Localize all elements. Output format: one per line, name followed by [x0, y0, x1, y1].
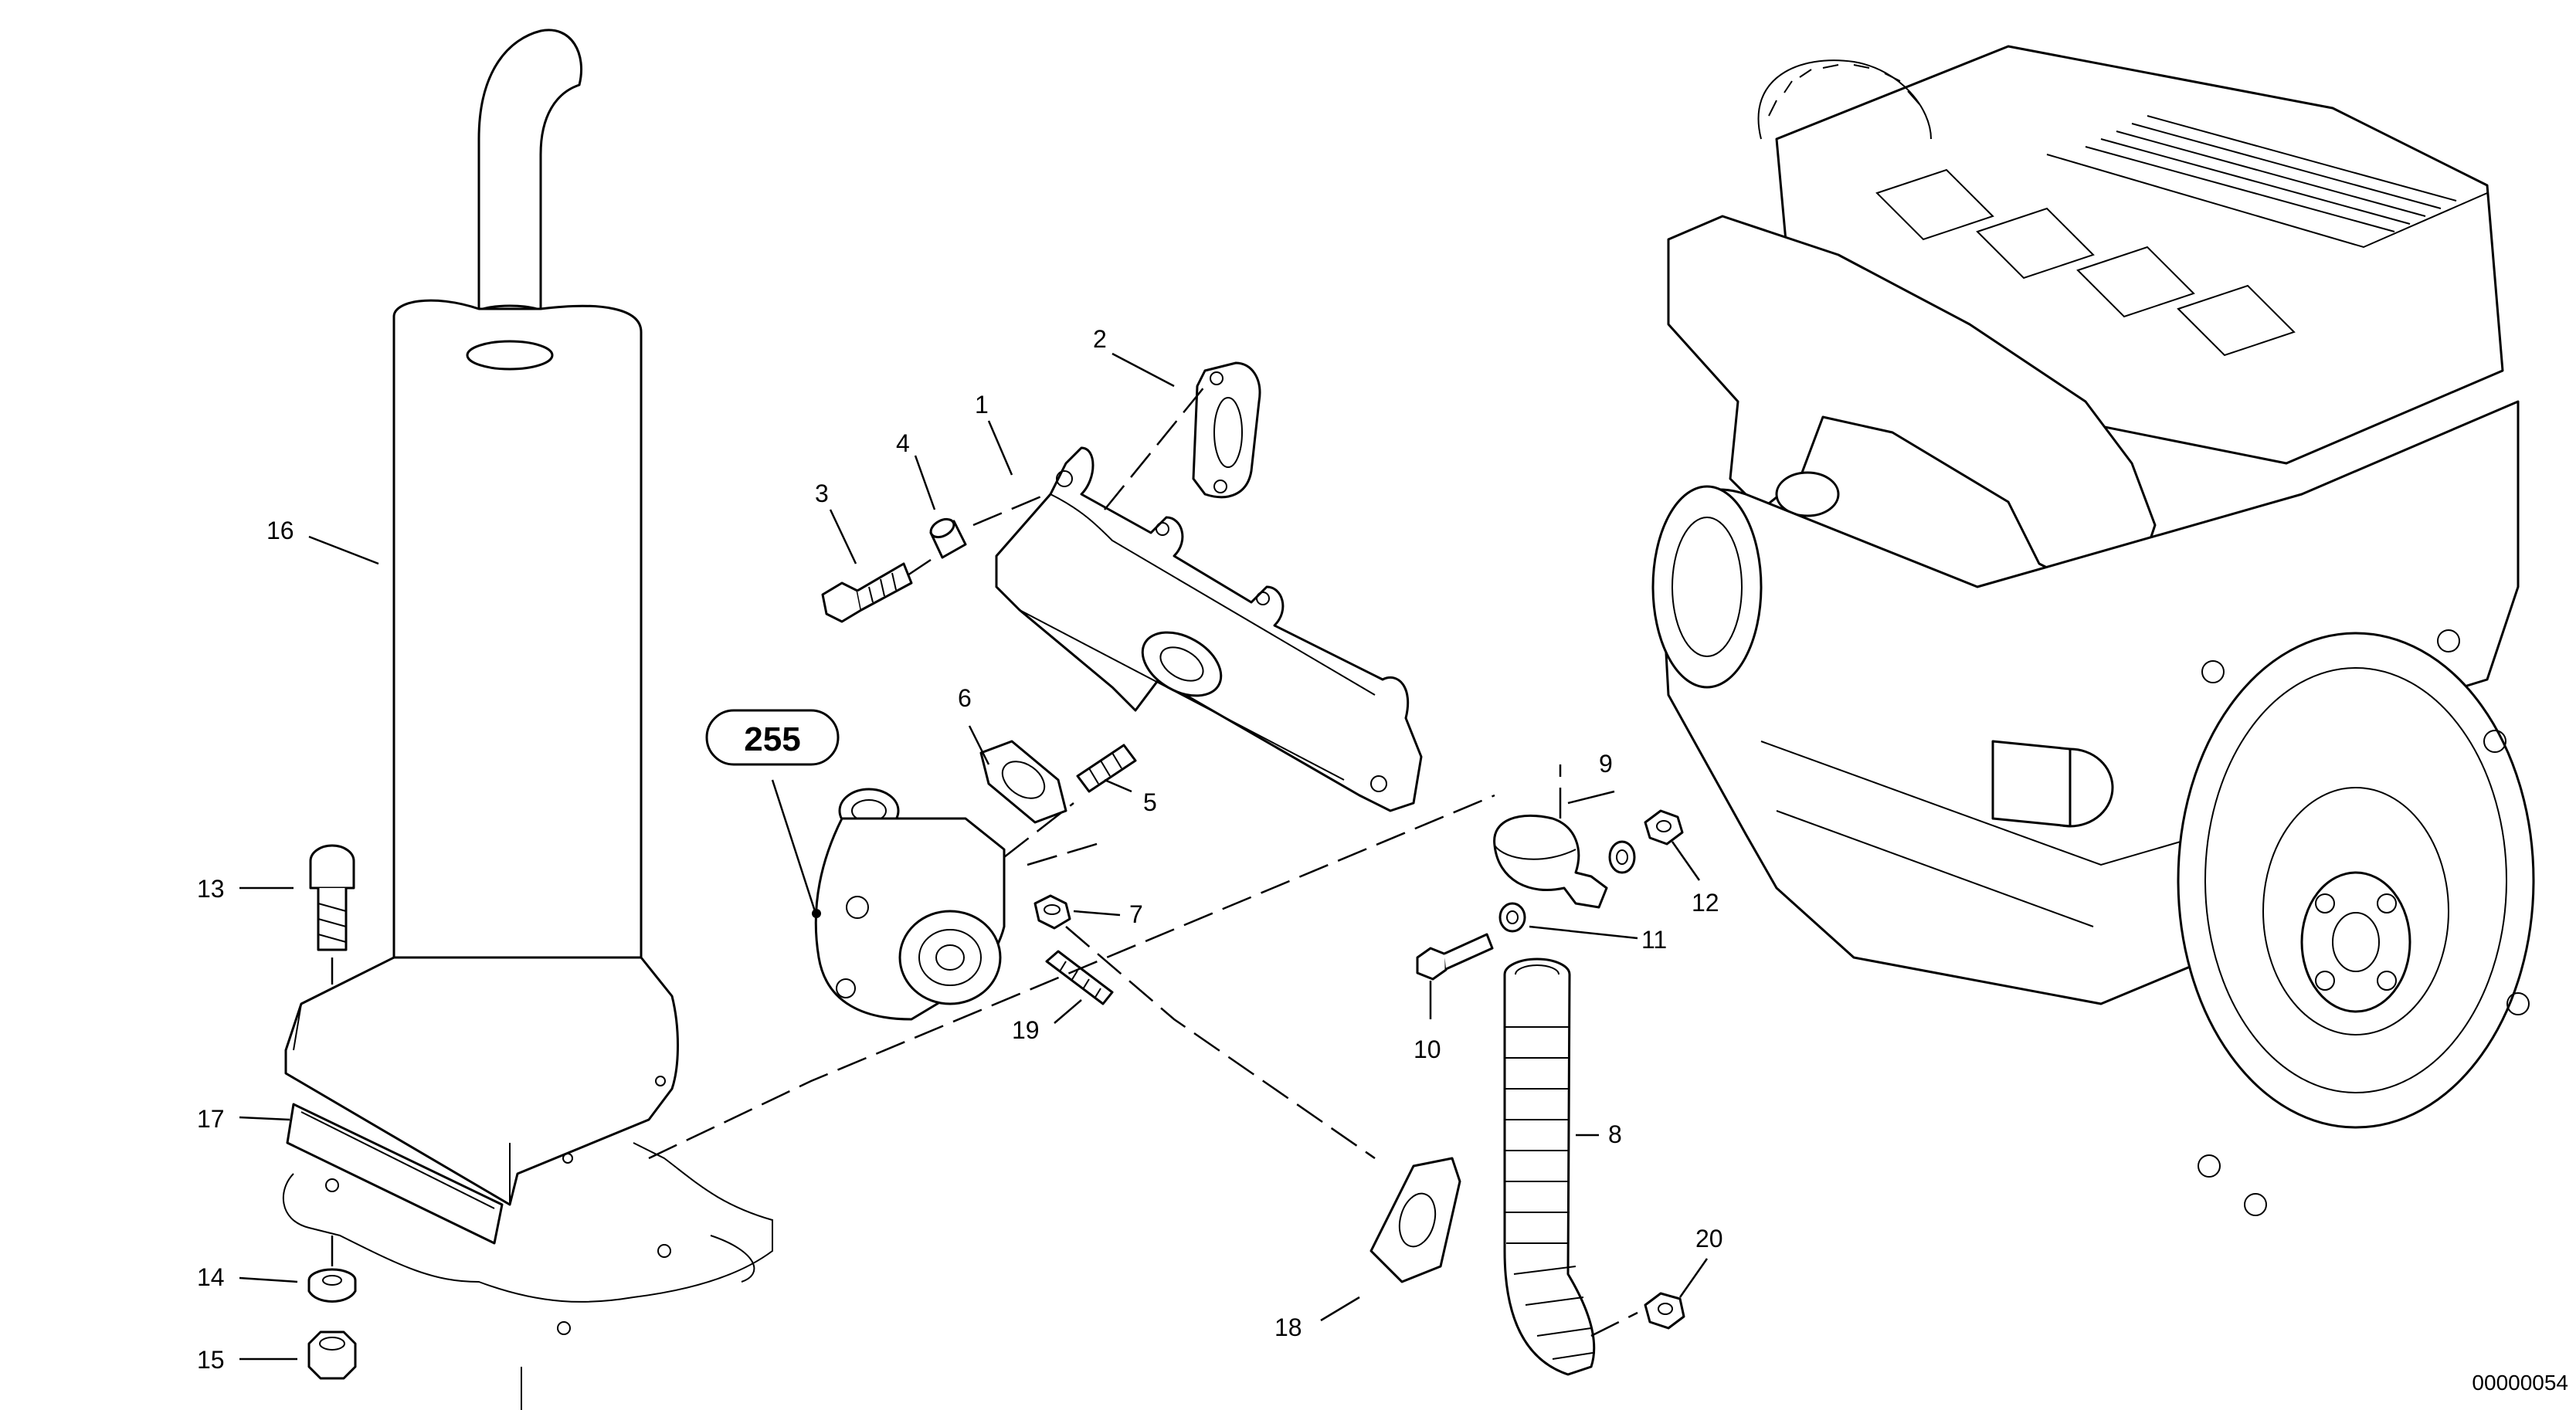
- callout-18: 18: [1274, 1313, 1302, 1341]
- stud-part-5: [1076, 744, 1137, 793]
- callout-14: 14: [197, 1263, 225, 1291]
- callout-17: 17: [197, 1105, 225, 1133]
- stud-part-3: [821, 562, 913, 623]
- callout-16: 16: [266, 517, 294, 544]
- flex-hose-part-8: [1503, 958, 1596, 1376]
- callout-7: 7: [1129, 900, 1143, 928]
- spacer-part-4: [929, 517, 967, 559]
- gasket-strip-part-17: [286, 1103, 504, 1245]
- document-number: 00000054: [2472, 1371, 2568, 1395]
- clamp-part-9: [1493, 814, 1608, 909]
- muffler-part-16: [284, 29, 679, 1206]
- callout-20: 20: [1695, 1225, 1723, 1252]
- mounting-plate: [283, 1142, 773, 1410]
- washer-part-14: [307, 1178, 357, 1303]
- manifold-gasket-part-2: [1192, 361, 1261, 499]
- washer-part-11: [1498, 840, 1636, 933]
- callout-6: 6: [958, 684, 972, 712]
- assembly-lines: [648, 385, 1638, 1337]
- turbo-gasket-part-6: [979, 740, 1067, 824]
- callout-4: 4: [896, 429, 910, 457]
- callout-15: 15: [197, 1346, 225, 1374]
- callout-5: 5: [1143, 788, 1157, 816]
- nut-part-15: [307, 1330, 357, 1380]
- callout-2: 2: [1093, 325, 1107, 353]
- callout-13: 13: [197, 875, 225, 903]
- bolt-part-10: [1416, 933, 1494, 981]
- callout-8: 8: [1608, 1120, 1622, 1148]
- stud-part-19: [1045, 950, 1114, 1005]
- callout-3: 3: [815, 480, 829, 507]
- engine-block: [1651, 45, 2535, 1216]
- callout-19: 19: [1012, 1016, 1040, 1044]
- nut-part-20: [1644, 1292, 1685, 1330]
- callout-12: 12: [1692, 889, 1719, 917]
- callout-9: 9: [1599, 750, 1613, 778]
- callout-1: 1: [975, 391, 989, 419]
- exhaust-manifold-part-1: [995, 446, 1423, 812]
- nut-part-12: [1644, 809, 1684, 846]
- nut-part-7: [1033, 894, 1071, 930]
- leader-lines: [239, 352, 1709, 1361]
- callout-10: 10: [1414, 1035, 1441, 1063]
- reference-badge: 255: [705, 709, 840, 766]
- bolt-part-13: [309, 844, 355, 985]
- callout-labels: 1 2 3 4 5 6 7 8 9 10 11 12 13 14 15 16 1…: [197, 325, 1723, 1374]
- reference-badge-label: 255: [744, 720, 800, 758]
- turbocharger-assembly: [814, 788, 1006, 1021]
- callout-11: 11: [1641, 926, 1667, 954]
- turbo-reference-dot: [812, 909, 821, 918]
- flange-gasket-part-18: [1369, 1157, 1461, 1283]
